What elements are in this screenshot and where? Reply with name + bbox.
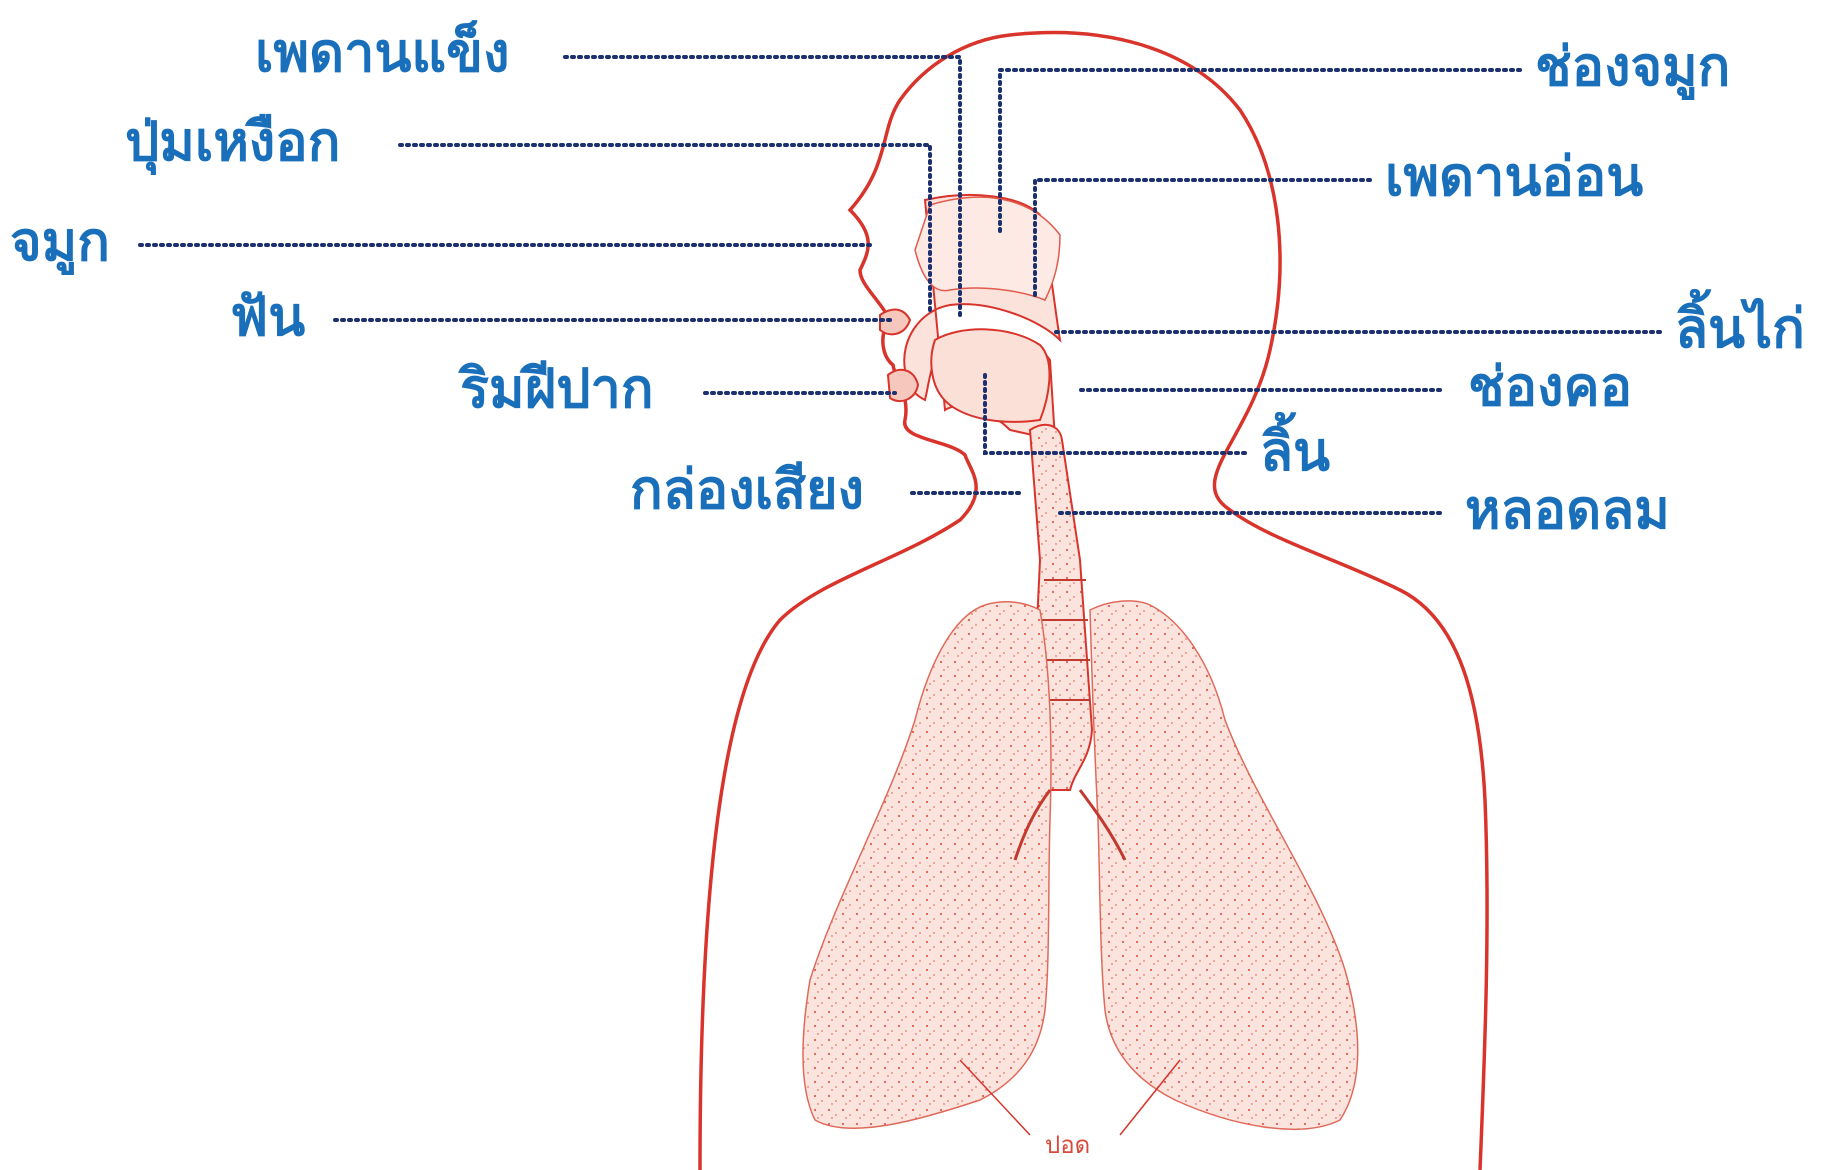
label-teeth: ฟัน (230, 290, 305, 344)
right-lung (1090, 601, 1358, 1129)
label-alveolar-ridge: ปุ่มเหงือก (125, 115, 340, 169)
leader-lines (140, 57, 1660, 513)
label-lips: ริมฝีปาก (460, 362, 654, 416)
label-larynx: กล่องเสียง (630, 463, 864, 517)
label-nose: จมูก (10, 215, 110, 269)
left-lung (803, 602, 1051, 1129)
label-pharynx: ช่องคอ (1468, 360, 1632, 414)
label-soft-palate: เพดานอ่อน (1385, 150, 1643, 204)
leader-soft-palate (1035, 180, 1370, 300)
label-tongue: ลิ้น (1260, 425, 1330, 479)
label-uvula: ลิ้นไก่ (1675, 302, 1805, 356)
label-hard-palate: เพดานแข็ง (255, 26, 509, 80)
label-trachea: หลอดลม (1465, 483, 1670, 537)
label-lungs: ปอด (1045, 1125, 1090, 1164)
lower-lip (888, 370, 918, 401)
upper-teeth (880, 310, 910, 335)
label-nasal-cavity: ช่องจมูก (1535, 40, 1730, 94)
leader-alveolar-ridge (400, 145, 930, 310)
